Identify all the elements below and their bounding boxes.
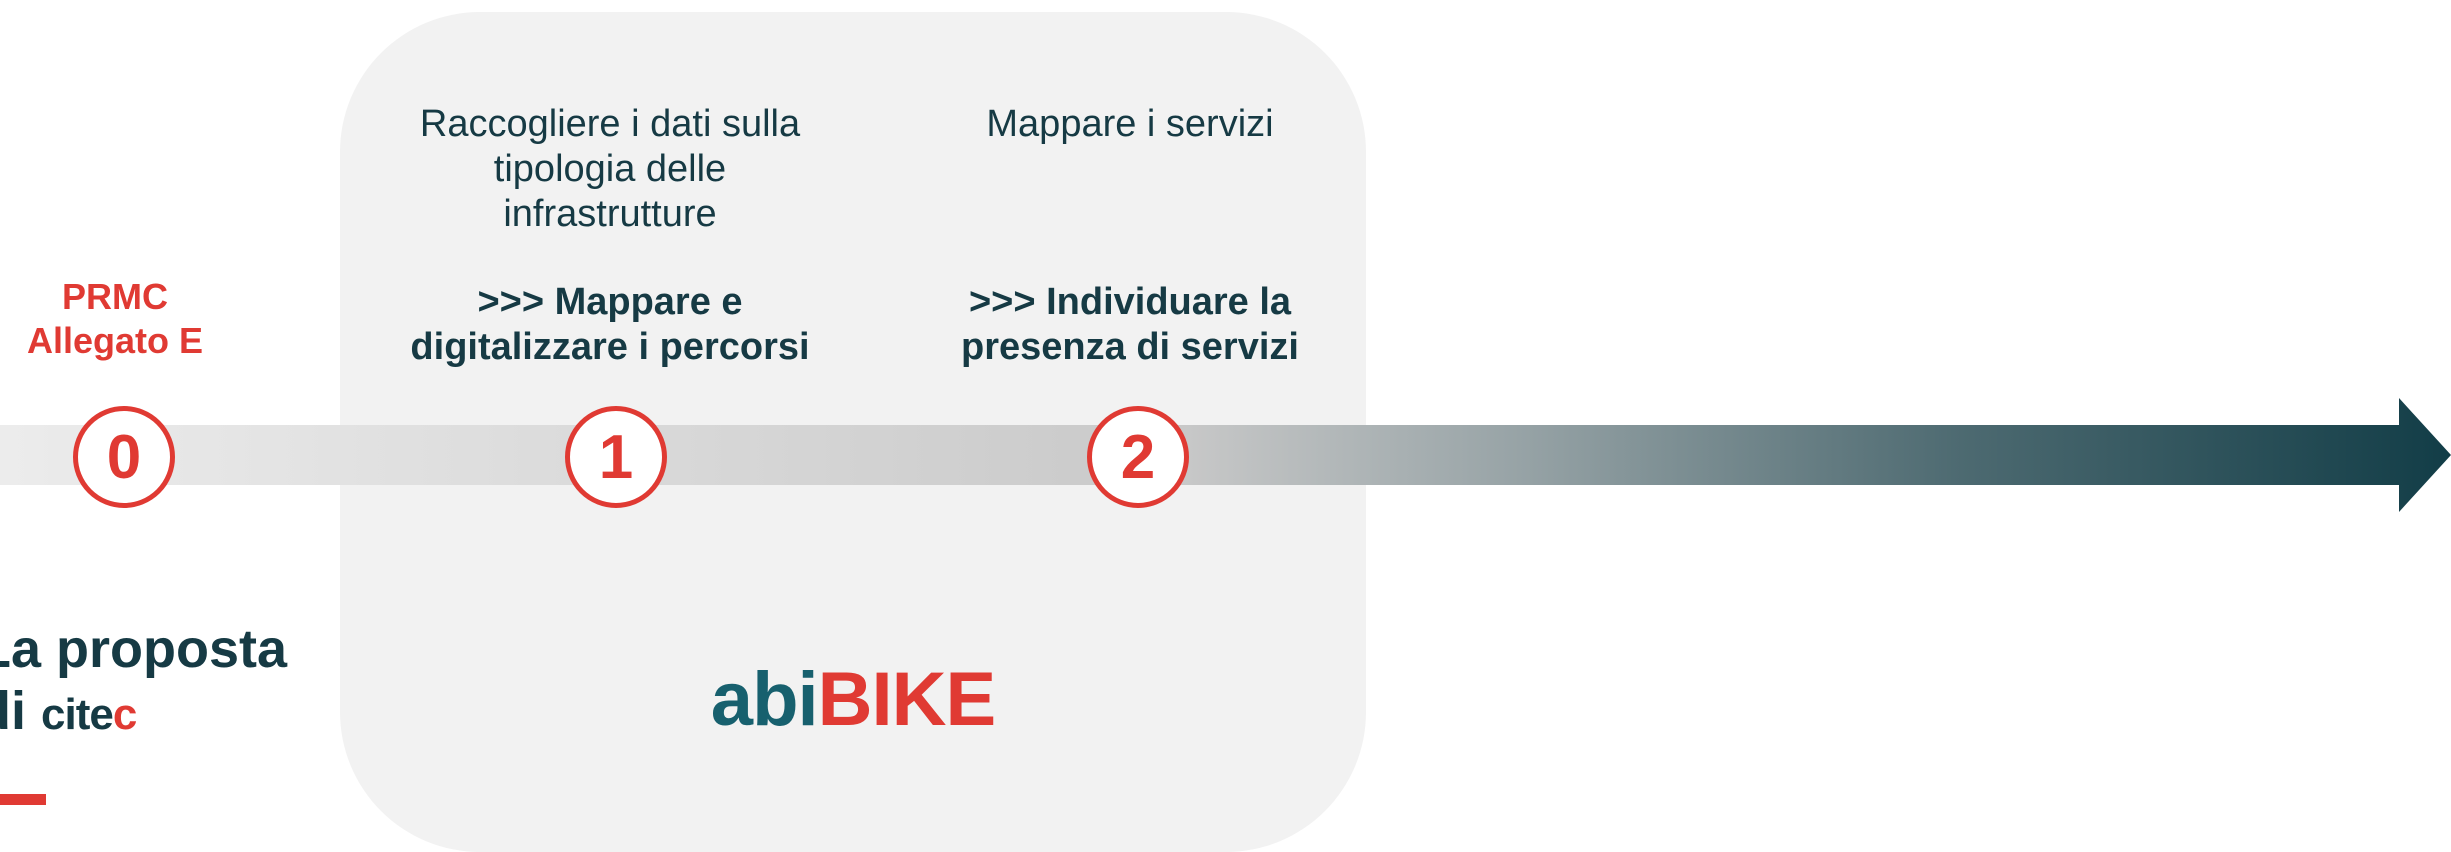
step-1-title: Raccogliere i dati sulla tipologia delle… [380, 102, 840, 237]
citec-logo: citec [41, 690, 138, 739]
step-1-action-line1: >>> Mappare e [477, 281, 743, 323]
step-2-circle: 2 [1087, 406, 1189, 508]
citec-logo-part2: c [112, 690, 138, 739]
step-0-label-line1: PRMC [62, 276, 168, 317]
step-2-action-line2: presenza di servizi [961, 326, 1299, 368]
step-1-circle: 1 [565, 406, 667, 508]
step-0-label: PRMC Allegato E [0, 275, 230, 363]
step-2-number: 2 [1120, 422, 1156, 492]
proposal-title: La proposta di citec [0, 618, 287, 746]
citec-logo-part1: cite [41, 690, 114, 739]
step-0-number: 0 [106, 422, 142, 492]
step-1-action-line2: digitalizzare i percorsi [410, 326, 810, 368]
step-2-action-line1: >>> Individuare la [968, 281, 1292, 323]
step-0-circle: 0 [73, 406, 175, 508]
proposal-line1: La proposta [0, 619, 288, 679]
proposal-line2: di citec [0, 680, 287, 746]
timeline-arrow [0, 398, 2451, 512]
step-1-title-line2: tipologia delle [493, 148, 727, 190]
step-1-title-line3: infrastrutture [503, 193, 717, 235]
abibike-logo-part2: BIKE [817, 657, 997, 742]
step-0-label-line2: Allegato E [26, 320, 204, 361]
step-2-action: >>> Individuare la presenza di servizi [900, 280, 1360, 370]
accent-bar [0, 794, 46, 805]
step-1-action: >>> Mappare e digitalizzare i percorsi [370, 280, 850, 370]
abibike-logo-part1: abi [710, 657, 819, 742]
step-1-title-line1: Raccogliere i dati sulla [419, 103, 801, 145]
abibike-logo: abiBIKE [340, 655, 1366, 745]
step-2-title-line1: Mappare i servizi [986, 103, 1274, 145]
step-1-number: 1 [598, 422, 634, 492]
proposal-prefix: di [0, 681, 26, 741]
step-2-title: Mappare i servizi [900, 102, 1360, 147]
